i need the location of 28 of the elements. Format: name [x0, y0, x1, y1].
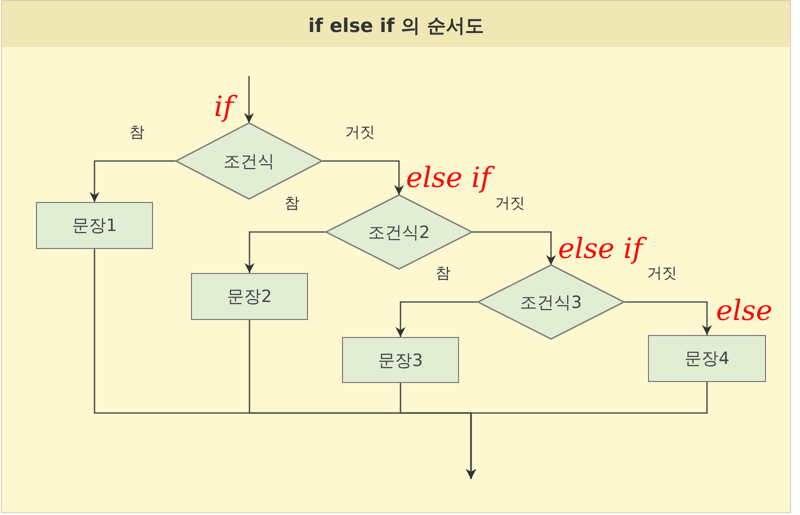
arrow [624, 301, 712, 335]
process-box [648, 335, 766, 382]
node-text: 조건식 [224, 150, 274, 172]
arrow [322, 160, 404, 195]
edge-label: 거짓 [646, 264, 678, 283]
arrow [396, 301, 478, 337]
arrow [244, 231, 326, 273]
process-box [36, 202, 153, 249]
node-text: 조건식2 [368, 222, 430, 244]
node-text: 문장1 [72, 215, 117, 237]
node-text: 조건식3 [520, 292, 582, 314]
process-box [191, 273, 308, 320]
arrow [90, 160, 176, 202]
handwritten-note: else [716, 297, 772, 325]
node-text: 문장3 [378, 350, 423, 372]
edge-label: 참 [128, 123, 146, 142]
arrow [472, 231, 556, 265]
node-text: 문장2 [227, 286, 272, 308]
edge-label: 거짓 [344, 123, 376, 142]
node-text: 문장4 [684, 348, 730, 370]
arrow [466, 382, 708, 479]
edge-label: 거짓 [494, 194, 526, 213]
decision-diamond [478, 265, 624, 339]
arrow [244, 76, 254, 123]
process-box [342, 337, 459, 383]
edge-label: 참 [284, 194, 300, 213]
edge-label: 참 [434, 264, 452, 283]
diagram-title: if else if 의 순서도 [307, 14, 485, 39]
